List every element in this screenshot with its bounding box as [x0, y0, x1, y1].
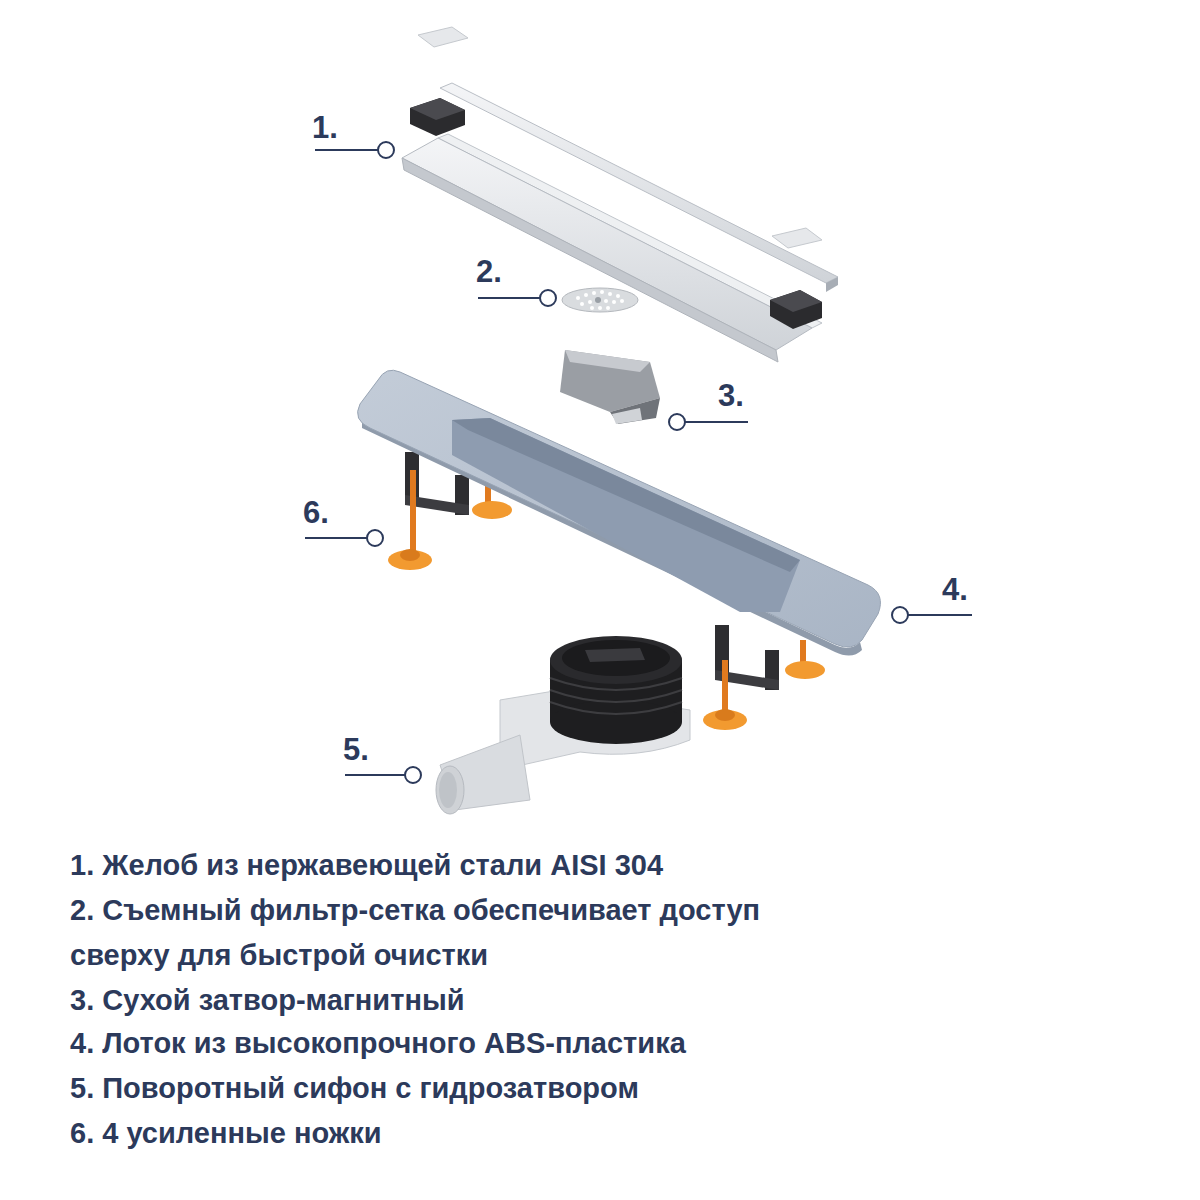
spec-line: 5. Поворотный сифон с гидрозатвором	[70, 1066, 1150, 1111]
spec-line: 2. Съемный фильтр-сетка обеспечивает дос…	[70, 888, 770, 978]
siphon	[436, 636, 690, 814]
callout-number: 1.	[312, 110, 338, 146]
filter-mesh	[562, 288, 638, 312]
spec-line: 4. Лоток из высокопрочного ABS-пластика	[70, 1021, 1150, 1066]
callout-number: 6.	[303, 495, 329, 531]
callout-number: 2.	[476, 254, 502, 290]
spec-line: 6. 4 усиленные ножки	[70, 1111, 1150, 1156]
callout-number: 5.	[343, 732, 369, 768]
leader-lines	[305, 142, 972, 783]
callout-number: 3.	[718, 378, 744, 414]
callout-number: 4.	[942, 572, 968, 608]
abs-tray	[358, 370, 881, 655]
dry-trap	[560, 350, 660, 424]
spec-line: 1. Желоб из нержавеющей стали AISI 304	[70, 843, 1150, 888]
spec-line: 3. Сухой затвор-магнитный	[70, 978, 1150, 1023]
steel-channel	[402, 27, 838, 362]
